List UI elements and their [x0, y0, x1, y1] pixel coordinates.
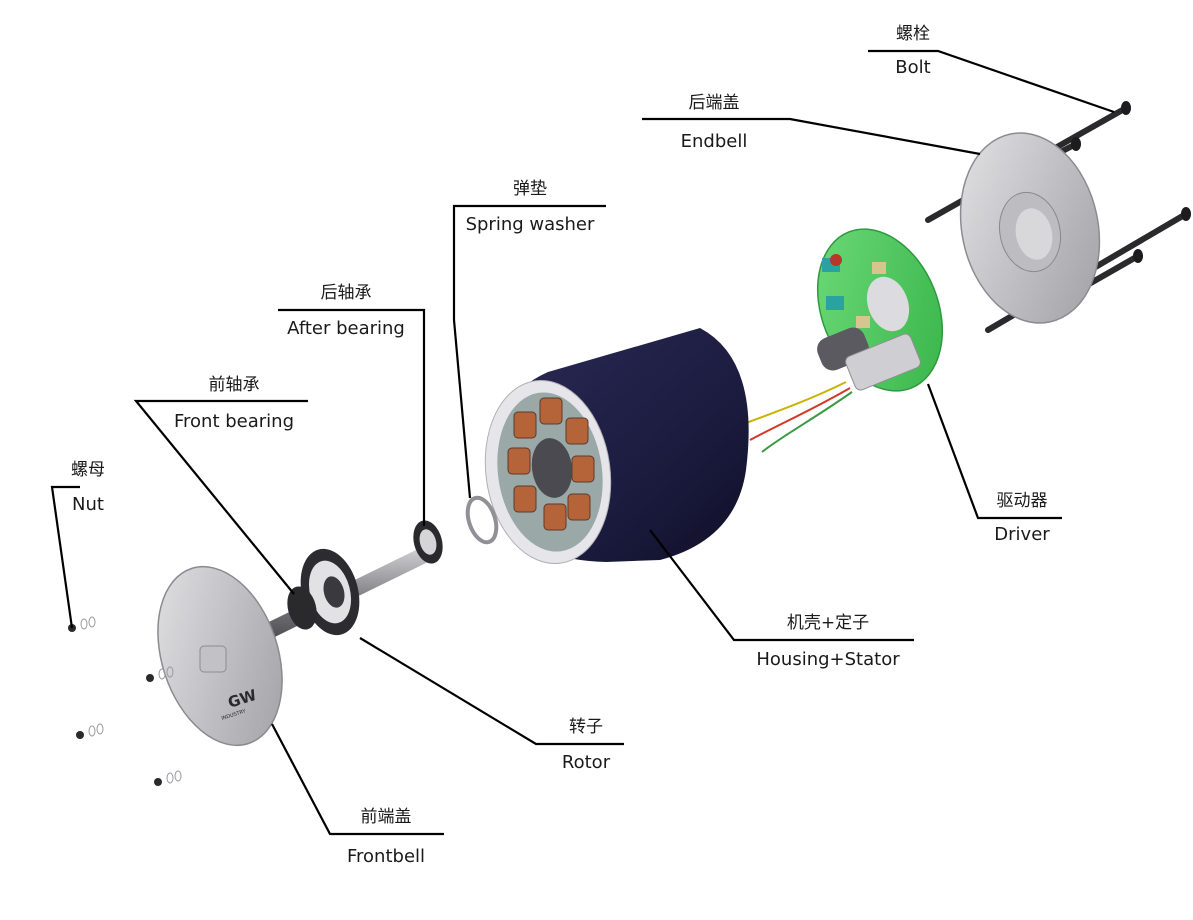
leader-after: [278, 308, 426, 526]
label-after: 后轴承 After bearing: [287, 283, 405, 339]
label-front: 前轴承 Front bearing: [174, 375, 294, 432]
lead-wires: [737, 381, 853, 453]
label-frontbell-en: Frontbell: [347, 846, 425, 867]
label-spring-en: Spring washer: [466, 214, 595, 235]
leader-front: [133, 399, 308, 595]
label-frontbell: 前端盖 Frontbell: [347, 807, 425, 867]
frontbell-part: GW INDUSTRY: [157, 565, 283, 747]
leader-frontbell: [271, 723, 444, 836]
leader-housing: [649, 529, 914, 642]
housing-stator-part: [484, 328, 749, 565]
label-spring: 弹垫 Spring washer: [466, 179, 595, 235]
label-front-en: Front bearing: [174, 411, 294, 432]
spring-washer-part: [465, 495, 499, 545]
label-driver-en: Driver: [994, 524, 1050, 545]
label-bolt-cn: 螺栓: [896, 24, 930, 44]
label-after-en: After bearing: [287, 318, 405, 339]
label-bolt: 螺栓 Bolt: [895, 24, 930, 78]
leader-lines: [50, 49, 1115, 836]
leader-endbell: [642, 117, 981, 156]
leader-spring: [452, 204, 606, 499]
label-bolt-en: Bolt: [895, 57, 930, 78]
label-endbell-cn: 后端盖: [689, 93, 740, 113]
label-front-cn: 前轴承: [209, 375, 260, 395]
label-driver-cn: 驱动器: [997, 491, 1048, 511]
label-nut-cn: 螺母: [71, 460, 105, 480]
label-nut: 螺母 Nut: [71, 460, 105, 515]
label-frontbell-cn: 前端盖: [361, 807, 412, 827]
label-driver: 驱动器 Driver: [994, 491, 1050, 545]
nut-parts: [68, 616, 182, 786]
label-housing-en: Housing+Stator: [756, 649, 900, 670]
leader-driver: [926, 383, 1062, 520]
rotor-part: [232, 520, 443, 654]
leader-bolt: [868, 49, 1115, 114]
label-housing-cn: 机壳+定子: [787, 613, 869, 633]
label-rotor-cn: 转子: [569, 717, 603, 737]
driver-part: [816, 228, 944, 392]
label-spring-cn: 弹垫: [513, 179, 547, 199]
leader-nut: [50, 485, 80, 629]
label-rotor: 转子 Rotor: [562, 717, 611, 773]
label-rotor-en: Rotor: [562, 752, 611, 773]
label-after-cn: 后轴承: [321, 283, 372, 303]
label-endbell: 后端盖 Endbell: [681, 93, 748, 152]
label-endbell-en: Endbell: [681, 131, 748, 152]
label-nut-en: Nut: [72, 494, 104, 515]
label-housing: 机壳+定子 Housing+Stator: [756, 613, 900, 670]
endbell-part: [959, 132, 1101, 324]
leader-rotor: [359, 637, 624, 746]
